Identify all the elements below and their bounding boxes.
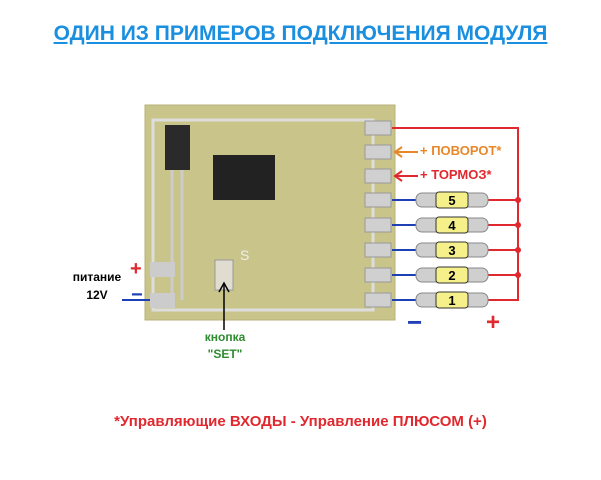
- pcb-s-mark: S: [240, 247, 249, 263]
- led-body: [435, 191, 469, 209]
- pcb-pad: [364, 292, 392, 308]
- led-body: [435, 241, 469, 259]
- page-title: ОДИН ИЗ ПРИМЕРОВ ПОДКЛЮЧЕНИЯ МОДУЛЯ: [53, 22, 548, 45]
- button-label-line1: кнопка: [204, 330, 246, 344]
- power-pad-plus: [150, 262, 175, 277]
- led-number: 4: [448, 218, 456, 233]
- led-body: [435, 291, 469, 309]
- junction-dot: [515, 222, 521, 228]
- led-number: 5: [448, 193, 455, 208]
- led-plus-sign: +: [486, 309, 501, 336]
- turn-signal-label: + ПОВОРОТ*: [420, 143, 502, 158]
- pcb-pad: [364, 144, 392, 160]
- junction-dot: [515, 197, 521, 203]
- led-number: 3: [448, 243, 455, 258]
- power-label-line1: питание: [72, 270, 122, 284]
- power-minus-sign: −: [131, 284, 143, 306]
- led-number: 1: [448, 293, 455, 308]
- led-minus-sign: −: [407, 307, 423, 337]
- power-label: питание 12V: [72, 268, 122, 304]
- led-body: [435, 216, 469, 234]
- microcontroller-chip: [213, 155, 275, 200]
- output-pads: [364, 120, 392, 308]
- power-plus-sign: +: [130, 258, 142, 280]
- pcb-pad: [364, 168, 392, 184]
- pcb-pad: [364, 217, 392, 233]
- footer-note: *Управляющие ВХОДЫ - Управление ПЛЮСОМ (…: [114, 413, 487, 430]
- pcb-trace-frame: [151, 118, 375, 312]
- transistor: [165, 125, 190, 170]
- pcb-pad: [364, 242, 392, 258]
- button-label-line2: "SET": [207, 347, 243, 361]
- pcb-pad: [364, 267, 392, 283]
- led-number: 2: [448, 268, 455, 283]
- pcb-pad: [364, 120, 392, 136]
- pcb-pad: [364, 192, 392, 208]
- junction-dot: [515, 247, 521, 253]
- junction-dot: [515, 272, 521, 278]
- power-label-line2: 12V: [86, 288, 108, 302]
- button-label: кнопка "SET": [195, 329, 255, 363]
- brake-label: + ТОРМОЗ*: [420, 167, 492, 182]
- power-pad-minus: [150, 293, 175, 308]
- led-body: [435, 266, 469, 284]
